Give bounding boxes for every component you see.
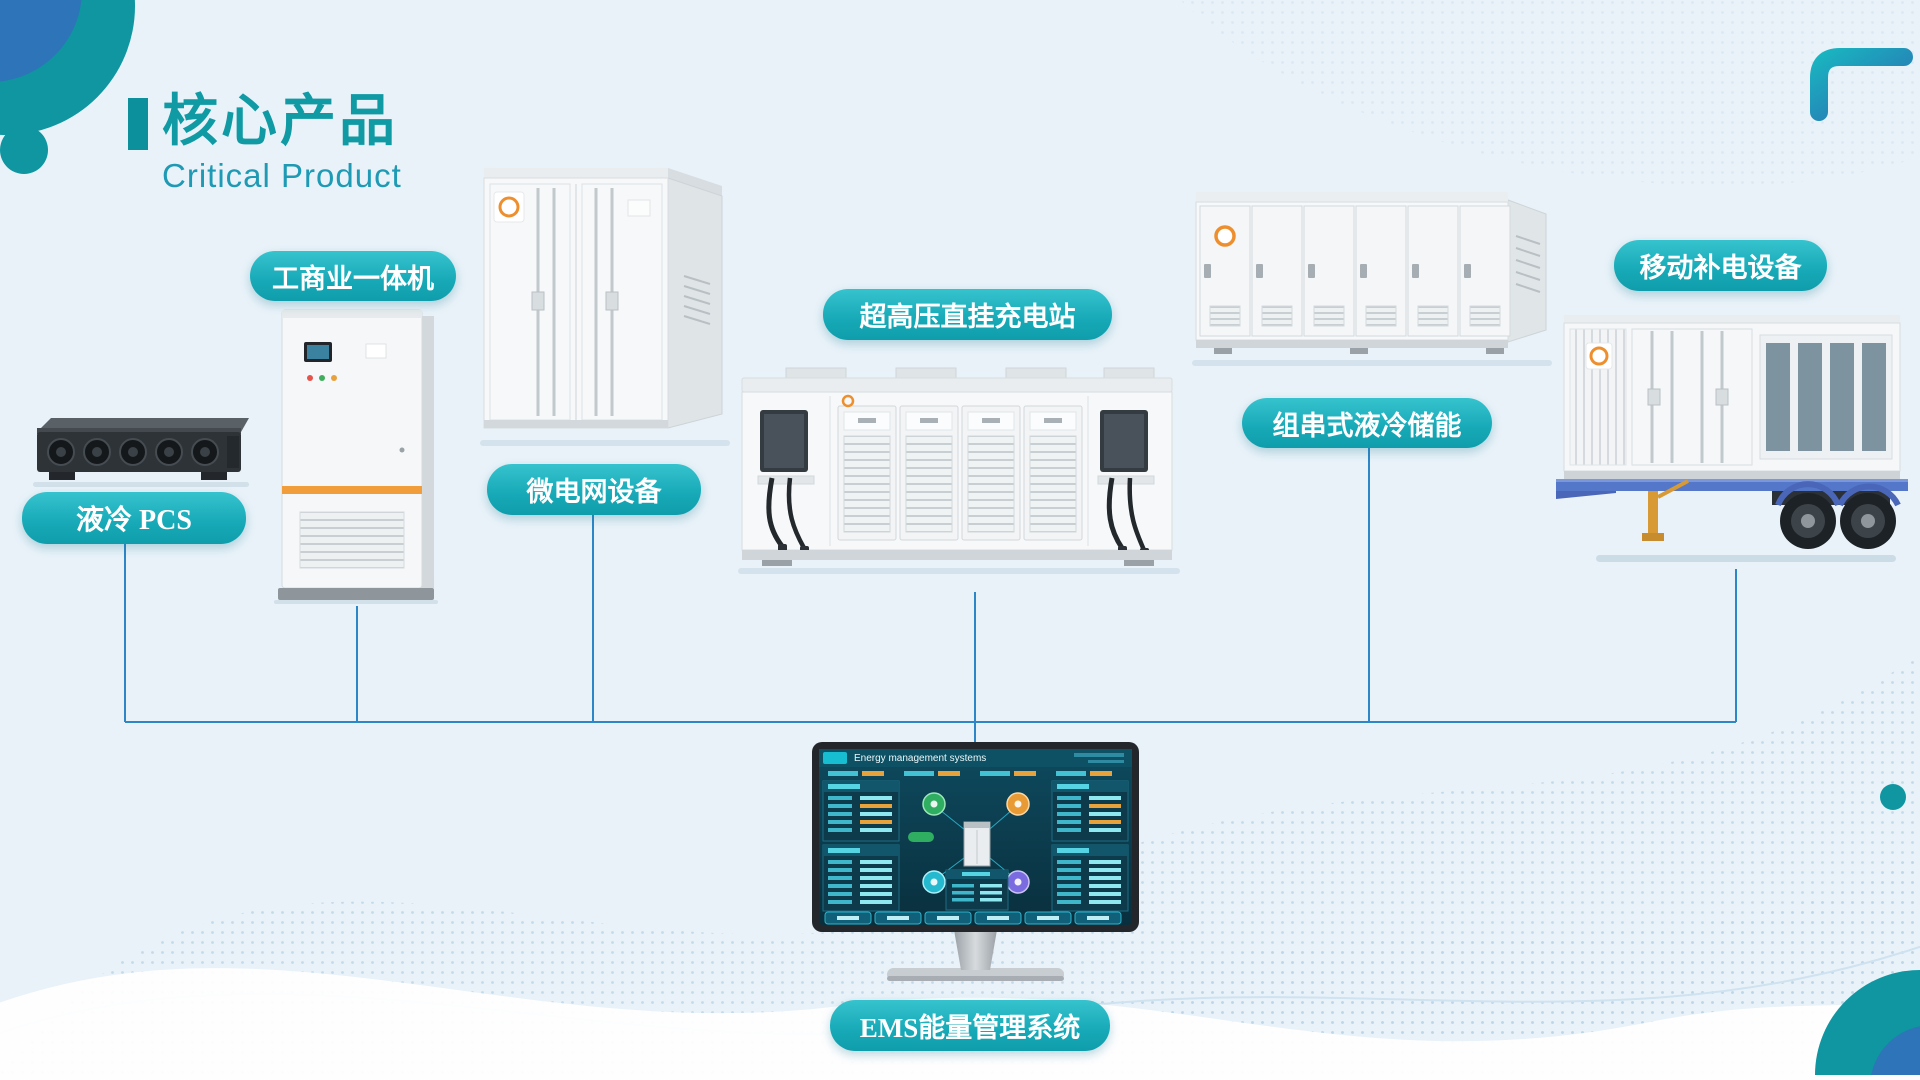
brand-logo: [1798, 44, 1918, 129]
product-label-mobile-power: 移动补电设备: [1614, 240, 1827, 291]
ems-label: EMS能量管理系统: [830, 1000, 1110, 1051]
dot-decoration: [1880, 784, 1906, 810]
product-label-string-storage: 组串式液冷储能: [1242, 398, 1492, 448]
page-title-block: 核心产品 Critical Product: [128, 89, 402, 195]
string-storage-image: [1190, 178, 1556, 379]
product-label-microgrid: 微电网设备: [487, 464, 701, 515]
corner-decoration-bottom-right: [1780, 935, 1920, 1080]
product-label-all-in-one: 工商业一体机: [250, 251, 456, 301]
page-title: 核心产品: [162, 89, 398, 152]
page-subtitle: Critical Product: [162, 156, 402, 194]
corner-decoration-top-left: [0, 0, 220, 225]
title-accent-bar: [128, 98, 148, 150]
product-label-pcs: 液冷 PCS: [22, 492, 246, 544]
mobile-power-trailer-image: [1556, 305, 1916, 574]
all-in-one-cabinet-image: [270, 300, 446, 611]
ems-monitor: Energy management systems: [812, 742, 1139, 998]
product-label-charging-station: 超高压直挂充电站: [823, 289, 1112, 340]
charging-station-image: [738, 360, 1180, 597]
microgrid-container-image: [478, 152, 734, 457]
ems-screen-title: Energy management systems: [854, 753, 986, 764]
pcs-product-image: [31, 406, 255, 495]
